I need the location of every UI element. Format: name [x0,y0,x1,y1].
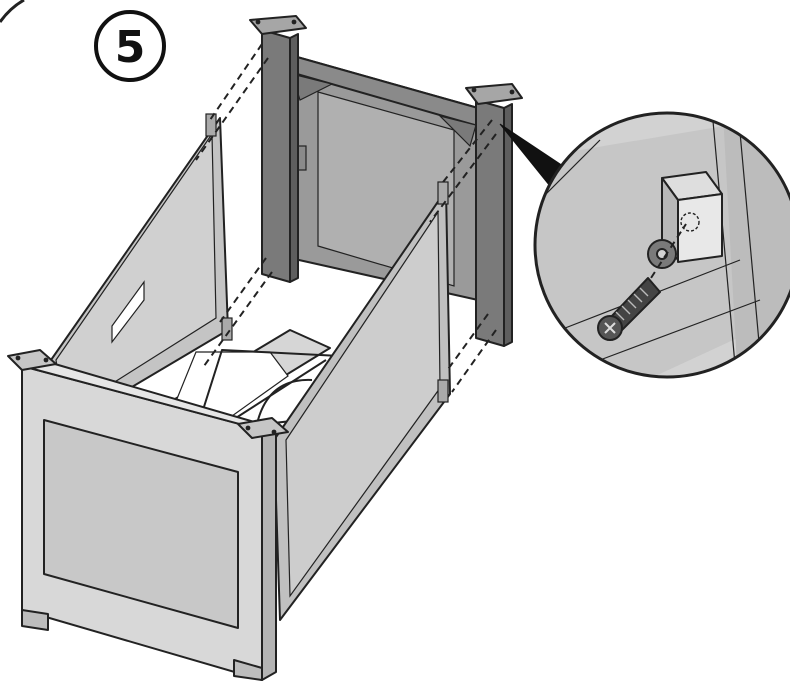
corner-mark [0,0,25,23]
alignment-lines [195,43,497,393]
screw-icon [597,277,661,341]
post-back-left [249,15,307,283]
left-side-panel [43,113,233,433]
right-side-panel [273,181,451,621]
step-number: 5 [115,22,146,73]
step-badge: 5 [94,10,166,82]
post-back-right [465,83,523,347]
back-panel [287,54,479,301]
detail-callout [533,111,790,379]
bracket-icon [661,171,723,263]
handle-cutout [111,280,145,344]
front-frame [7,349,289,681]
